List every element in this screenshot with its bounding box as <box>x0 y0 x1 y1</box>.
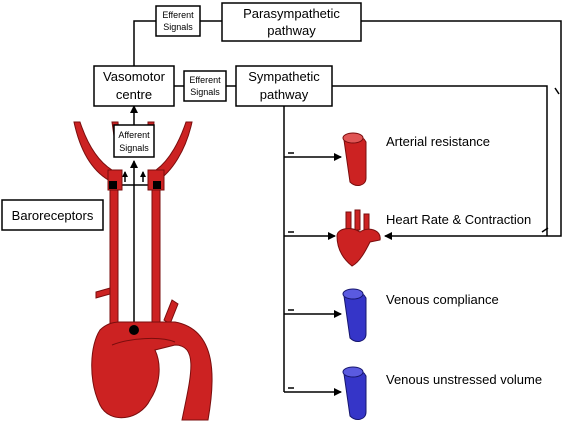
vasomotor-centre-box: Vasomotor centre <box>93 65 175 107</box>
vasomotor-text-1: Vasomotor <box>103 69 166 84</box>
efferent-top-text-1: Efferent <box>162 10 194 20</box>
efferent-mid-text-1: Efferent <box>189 75 221 85</box>
arterial-resistance-vessel-icon <box>342 132 367 186</box>
effector-label-arterial-resistance: Arterial resistance <box>386 134 490 149</box>
parasympathetic-text-1: Parasympathetic <box>243 6 340 21</box>
afferent-text-1: Afferent <box>118 130 150 140</box>
effector-label-heart-rate-contraction: Heart Rate & Contraction <box>386 212 531 227</box>
sympathetic-text-2: pathway <box>260 87 309 102</box>
afferent-signals-box: Afferent Signals <box>113 124 155 158</box>
efferent-mid-text-2: Signals <box>190 87 220 97</box>
venous-unstressed-volume-vessel-icon <box>342 366 367 420</box>
connector-lines <box>110 20 562 396</box>
sympathetic-text-1: Sympathetic <box>248 69 320 84</box>
parasympathetic-pathway-box: Parasympathetic pathway <box>221 2 362 42</box>
arterial-tree <box>73 121 213 421</box>
venous-compliance-vessel-icon <box>342 288 367 342</box>
baroreceptors-box: Baroreceptors <box>1 199 104 231</box>
sympathetic-pathway-box: Sympathetic pathway <box>235 65 333 107</box>
efferent-signals-mid-box: Efferent Signals <box>183 70 227 102</box>
effector-label-venous-unstressed-volume: Venous unstressed volume <box>386 372 542 387</box>
effector-label-venous-compliance: Venous compliance <box>386 292 499 307</box>
efferent-top-text-2: Signals <box>163 22 193 32</box>
heart-icon <box>336 209 381 267</box>
baroreceptors-text: Baroreceptors <box>12 208 94 223</box>
afferent-text-2: Signals <box>119 143 149 153</box>
efferent-signals-top-box: Efferent Signals <box>155 5 201 37</box>
parasympathetic-text-2: pathway <box>267 23 316 38</box>
vasomotor-text-2: centre <box>116 87 152 102</box>
